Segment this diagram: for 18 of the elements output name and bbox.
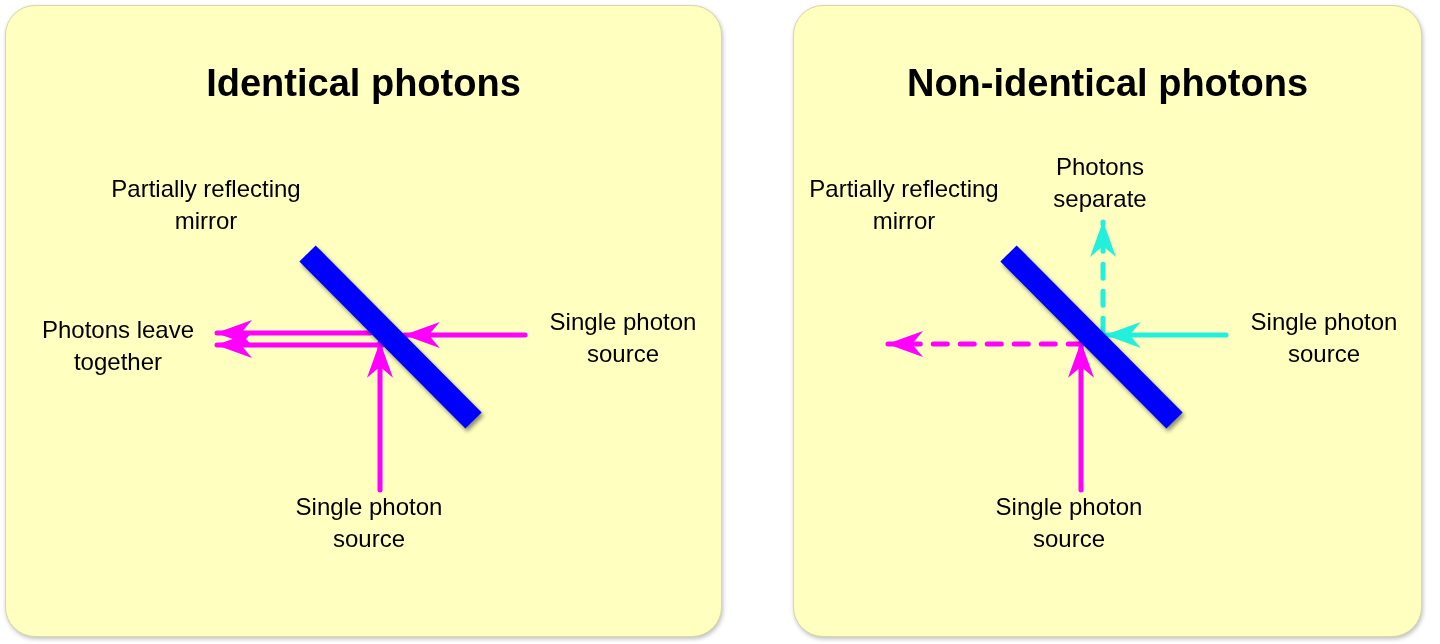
panel-title: Non-identical photons xyxy=(905,62,1310,105)
panel-title: Identical photons xyxy=(205,62,522,105)
panel-card xyxy=(5,5,722,637)
mirror-label: Partially reflecting mirror xyxy=(110,174,302,236)
node-label: Single photon source xyxy=(1249,307,1399,369)
node-label: Single photon source xyxy=(548,307,698,369)
arrow xyxy=(1103,322,1229,348)
node-label: Photons separate xyxy=(1052,152,1148,214)
mirror-label: Partially reflecting mirror xyxy=(808,174,1000,236)
node-label: Single photon source xyxy=(994,492,1144,554)
arrow xyxy=(367,340,393,493)
node-label: Photons leave together xyxy=(40,315,196,377)
panel-card xyxy=(793,5,1422,637)
arrow xyxy=(214,320,373,346)
node-label: Single photon source xyxy=(294,492,444,554)
arrow xyxy=(214,332,385,358)
arrow xyxy=(1090,219,1116,335)
arrow xyxy=(402,322,528,348)
